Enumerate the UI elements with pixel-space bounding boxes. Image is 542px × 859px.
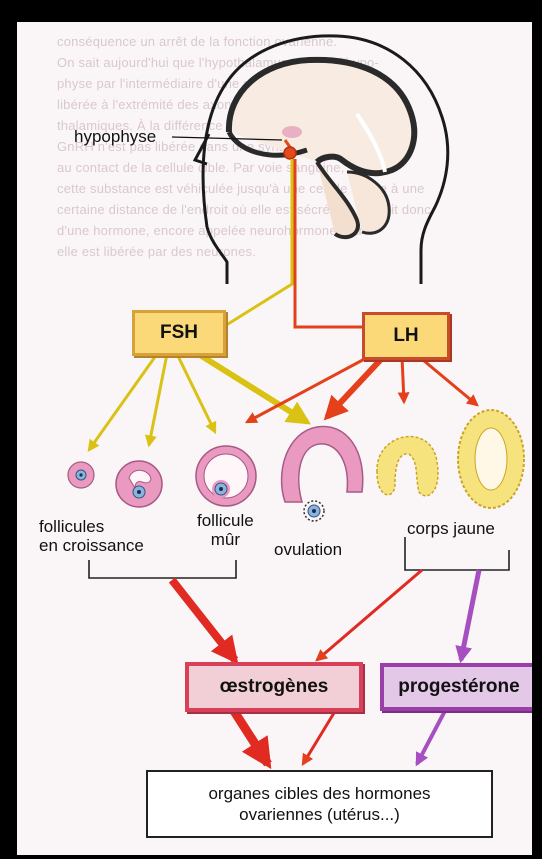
hormone-diagram [17,22,532,855]
ruptured-follicle [282,426,363,502]
ovulated-oocyte [304,501,324,521]
textbook-page: conséquence un arrêt de la fonction ovar… [17,22,532,855]
fsh-arrows [89,350,307,450]
follicule-mur-label: follicule mûr [197,511,254,549]
stalk-to-fsh [220,159,292,329]
follicules-line2: en croissance [39,536,144,555]
corps-jaune-label: corps jaune [407,519,495,538]
corps-jaune-bracket [405,537,509,570]
corps-jaune-mature [458,410,524,508]
progesterone-production-arrow [461,570,479,660]
follicule-line2: mûr [197,530,254,549]
target-organs-box: organes cibles des hormones ovariennes (… [146,770,493,838]
lh-box: LH [362,312,450,360]
follicule-line1: follicule [197,511,254,530]
oestrogenes-box: œstrogènes [185,662,363,712]
follicle-bracket [89,560,236,578]
fsh-box: FSH [132,310,226,356]
progesterone-effect-arrow [417,707,447,764]
hypophyse-label: hypophyse [74,127,156,146]
progesterone-box: progestérone [380,663,532,711]
follicle-mature [196,446,256,506]
ovulation-label: ovulation [274,540,342,559]
head-profile [195,36,448,284]
oestrogene-effect-arrows [232,708,337,764]
follicle-growing [116,461,162,507]
oestrogene-production-arrows [172,570,422,660]
follicules-line1: follicules [39,517,144,536]
target-line1: organes cibles des hormones [208,783,430,804]
follicules-croissance-label: follicules en croissance [39,517,144,555]
corps-jaune-forming [377,437,438,496]
lh-arrows [247,355,477,422]
target-line2: ovariennes (utérus...) [239,804,400,825]
follicle-small [68,462,94,488]
